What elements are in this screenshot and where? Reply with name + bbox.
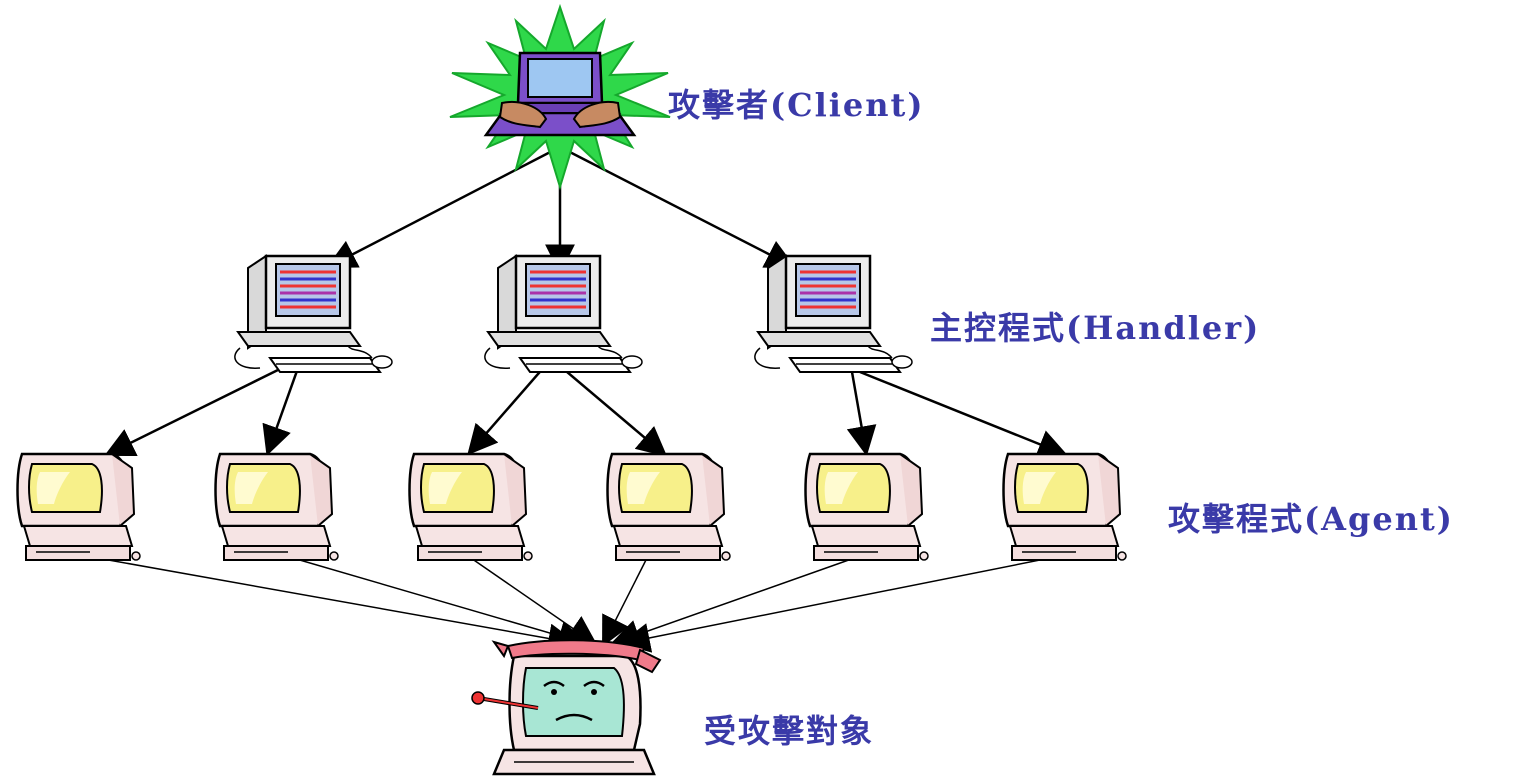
arrow-handler1-agent1 bbox=[104, 364, 287, 457]
arrow-agent3-victim bbox=[467, 555, 598, 646]
agent-computer-icon bbox=[804, 452, 930, 562]
arrow-client-handler-3 bbox=[559, 145, 796, 268]
agent-computer-icon bbox=[214, 452, 340, 562]
handler-computer-icon bbox=[233, 254, 394, 374]
arrow-agent2-victim bbox=[285, 555, 589, 651]
handler-label: 主控程式(Handler) bbox=[930, 309, 1261, 347]
arrow-client-handler-1 bbox=[326, 145, 561, 268]
client-label: 攻擊者(Client) bbox=[668, 86, 925, 124]
attacker-laptop-icon bbox=[449, 3, 671, 191]
arrow-handler2-agent4 bbox=[559, 365, 668, 457]
handler-computer-icon bbox=[483, 254, 644, 374]
handler-computer-icon bbox=[753, 254, 914, 374]
arrow-handler3-agent6 bbox=[859, 370, 1068, 459]
agent-computer-icon bbox=[16, 452, 142, 562]
arrow-handler1-agent2 bbox=[262, 367, 300, 457]
agent-label: 攻擊程式(Agent) bbox=[1168, 500, 1454, 538]
agent-to-victim-arrows bbox=[85, 555, 1061, 654]
sick-computer-icon bbox=[471, 639, 662, 776]
arrow-agent6-victim bbox=[619, 555, 1061, 653]
arrow-handler3-agent5 bbox=[846, 371, 877, 457]
agent-computer-icon bbox=[606, 452, 732, 562]
arrow-handler2-agent3 bbox=[467, 365, 546, 456]
agent-computer-icon bbox=[1002, 452, 1128, 562]
arrow-agent1-victim bbox=[85, 555, 579, 654]
agent-computer-icon bbox=[408, 452, 534, 562]
handler-to-agent-arrows bbox=[104, 364, 1068, 459]
arrow-agent4-victim bbox=[602, 555, 649, 647]
arrow-agent5-victim bbox=[609, 555, 861, 649]
victim-label: 受攻擊對象 bbox=[704, 712, 875, 750]
